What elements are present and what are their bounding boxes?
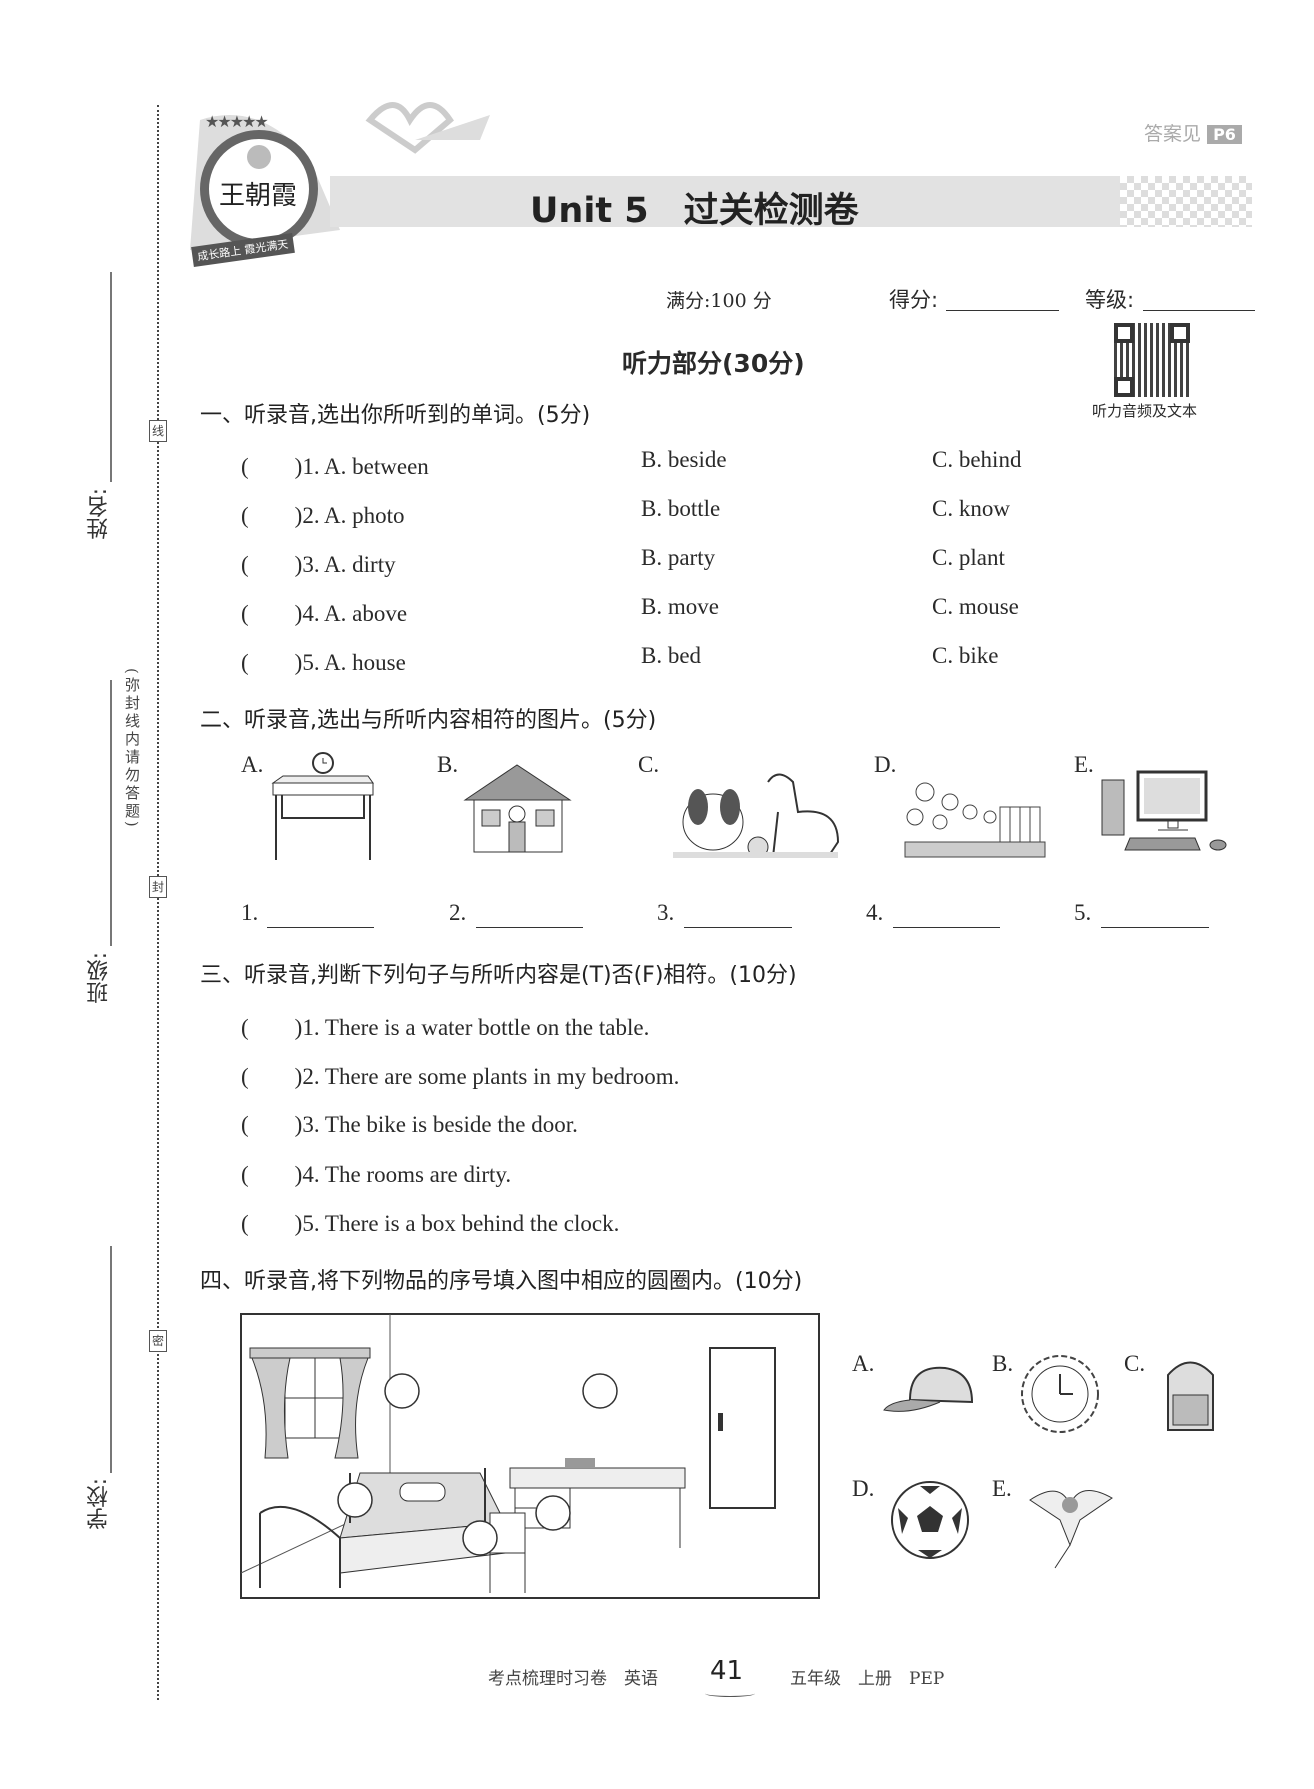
answer-reference: 答案见 P6 <box>1144 119 1242 146</box>
kite-icon <box>1029 1490 1113 1569</box>
logo: 王朝霞 <box>200 130 318 248</box>
listening-title: 听力部分(30分) <box>622 349 805 378</box>
s4-letter-a: A. <box>852 1351 875 1376</box>
logo-portrait-icon <box>247 145 271 169</box>
s2-blank-label-4: 4. <box>866 900 884 925</box>
s4-letter-e: E. <box>992 1476 1012 1501</box>
s3-q3: ( )3. The bike is beside the door. <box>241 1112 578 1137</box>
answer-circles <box>337 1373 618 1556</box>
class-label: 班级: <box>87 952 112 1004</box>
s2-letter-b: B. <box>437 752 459 777</box>
s1-q2-b: B. bottle <box>641 496 721 521</box>
s2-blank-1[interactable] <box>267 927 374 928</box>
s1-q1-b: B. beside <box>641 447 727 472</box>
qr-code[interactable] <box>1114 323 1190 397</box>
answer-page: P6 <box>1207 125 1242 144</box>
s1-q3-b: B. party <box>641 545 716 570</box>
dogs-icon <box>673 773 840 858</box>
seal-notice: (弥封线内请勿答题) <box>123 668 141 830</box>
s2-letter-e: E. <box>1074 752 1094 777</box>
s1-q1: ( )1. A. between <box>241 454 429 479</box>
cap-icon <box>883 1366 974 1412</box>
name-field-line[interactable] <box>110 272 112 482</box>
title-band-checker <box>1120 176 1252 227</box>
s2-blank-label-5: 5. <box>1074 900 1092 925</box>
s1-q5-b: B. bed <box>641 643 702 668</box>
s1-q1-c: C. behind <box>932 447 1022 472</box>
s2-blank-5[interactable] <box>1101 927 1209 928</box>
s2-blank-label-1: 1. <box>241 900 259 925</box>
s1-q2-c: C. know <box>932 496 1010 521</box>
s3-q5: ( )5. There is a box behind the clock. <box>241 1211 620 1236</box>
score-field[interactable] <box>946 310 1059 311</box>
section1-heading: 一、听录音,选出你所听到的单词。(5分) <box>200 403 591 428</box>
school-field-line[interactable] <box>110 1246 112 1473</box>
seal-char-mi: 密 <box>149 1330 167 1352</box>
table-with-clock-icon <box>271 752 374 860</box>
garden-flowers-icon <box>904 782 1046 858</box>
page-number: 41 <box>710 1656 744 1686</box>
clock-icon <box>1021 1355 1099 1433</box>
score-label: 得分: <box>889 288 939 312</box>
s2-blank-2[interactable] <box>476 927 583 928</box>
class-field-line[interactable] <box>110 680 112 946</box>
s1-q4-c: C. mouse <box>932 594 1019 619</box>
name-label: 姓名: <box>87 488 112 540</box>
grade-field[interactable] <box>1143 310 1255 311</box>
seal-char-xian: 线 <box>149 420 167 442</box>
s3-q4: ( )4. The rooms are dirty. <box>241 1162 512 1187</box>
section4-heading: 四、听录音,将下列物品的序号填入图中相应的圆圈内。(10分) <box>200 1269 803 1294</box>
full-marks: 满分:100 分 <box>666 290 772 312</box>
house-with-child-icon <box>463 764 572 853</box>
s2-letter-d: D. <box>874 752 897 777</box>
page-title: Unit 5 过关检测卷 <box>530 191 859 231</box>
s2-blank-label-2: 2. <box>449 900 467 925</box>
title-band <box>330 176 1130 227</box>
answer-ref-label: 答案见 <box>1144 123 1202 145</box>
footer-right: 五年级 上册 PEP <box>790 1669 945 1689</box>
s1-q2: ( )2. A. photo <box>241 503 405 528</box>
s4-letter-c: C. <box>1124 1351 1146 1376</box>
page-number-decoration <box>705 1690 755 1697</box>
logo-text: 王朝霞 <box>219 181 298 211</box>
grade-label: 等级: <box>1085 288 1135 312</box>
football-icon <box>891 1481 969 1559</box>
seal-dotted-line <box>157 105 159 1700</box>
qr-caption: 听力音频及文本 <box>1092 402 1198 420</box>
section3-heading: 三、听录音,判断下列句子与所听内容是(T)否(F)相符。(10分) <box>200 963 797 988</box>
seal-char-feng: 封 <box>149 876 167 898</box>
logo-stars-icon: ★★★★★ <box>205 112 269 131</box>
s2-letter-a: A. <box>241 752 264 777</box>
s1-q4-b: B. move <box>641 594 719 619</box>
computer-icon <box>1101 770 1227 851</box>
school-label: 学校: <box>87 1478 112 1530</box>
s1-q5-c: C. bike <box>932 643 999 668</box>
s3-q1: ( )1. There is a water bottle on the tab… <box>241 1015 650 1040</box>
footer-left: 考点梳理时习卷 英语 <box>488 1669 658 1689</box>
backpack-icon <box>1167 1361 1214 1431</box>
s1-q4: ( )4. A. above <box>241 601 408 626</box>
s4-letter-d: D. <box>852 1476 875 1501</box>
s3-q2: ( )2. There are some plants in my bedroo… <box>241 1064 680 1089</box>
s2-blank-4[interactable] <box>893 927 1000 928</box>
s2-blank-3[interactable] <box>684 927 792 928</box>
s1-q3: ( )3. A. dirty <box>241 552 396 577</box>
bedroom-picture <box>240 1313 820 1599</box>
s4-letter-b: B. <box>992 1351 1014 1376</box>
s2-letter-c: C. <box>638 752 660 777</box>
s1-q3-c: C. plant <box>932 545 1005 570</box>
s2-blank-label-3: 3. <box>657 900 675 925</box>
section2-heading: 二、听录音,选出与所听内容相符的图片。(5分) <box>200 708 657 733</box>
s1-q5: ( )5. A. house <box>241 650 406 675</box>
